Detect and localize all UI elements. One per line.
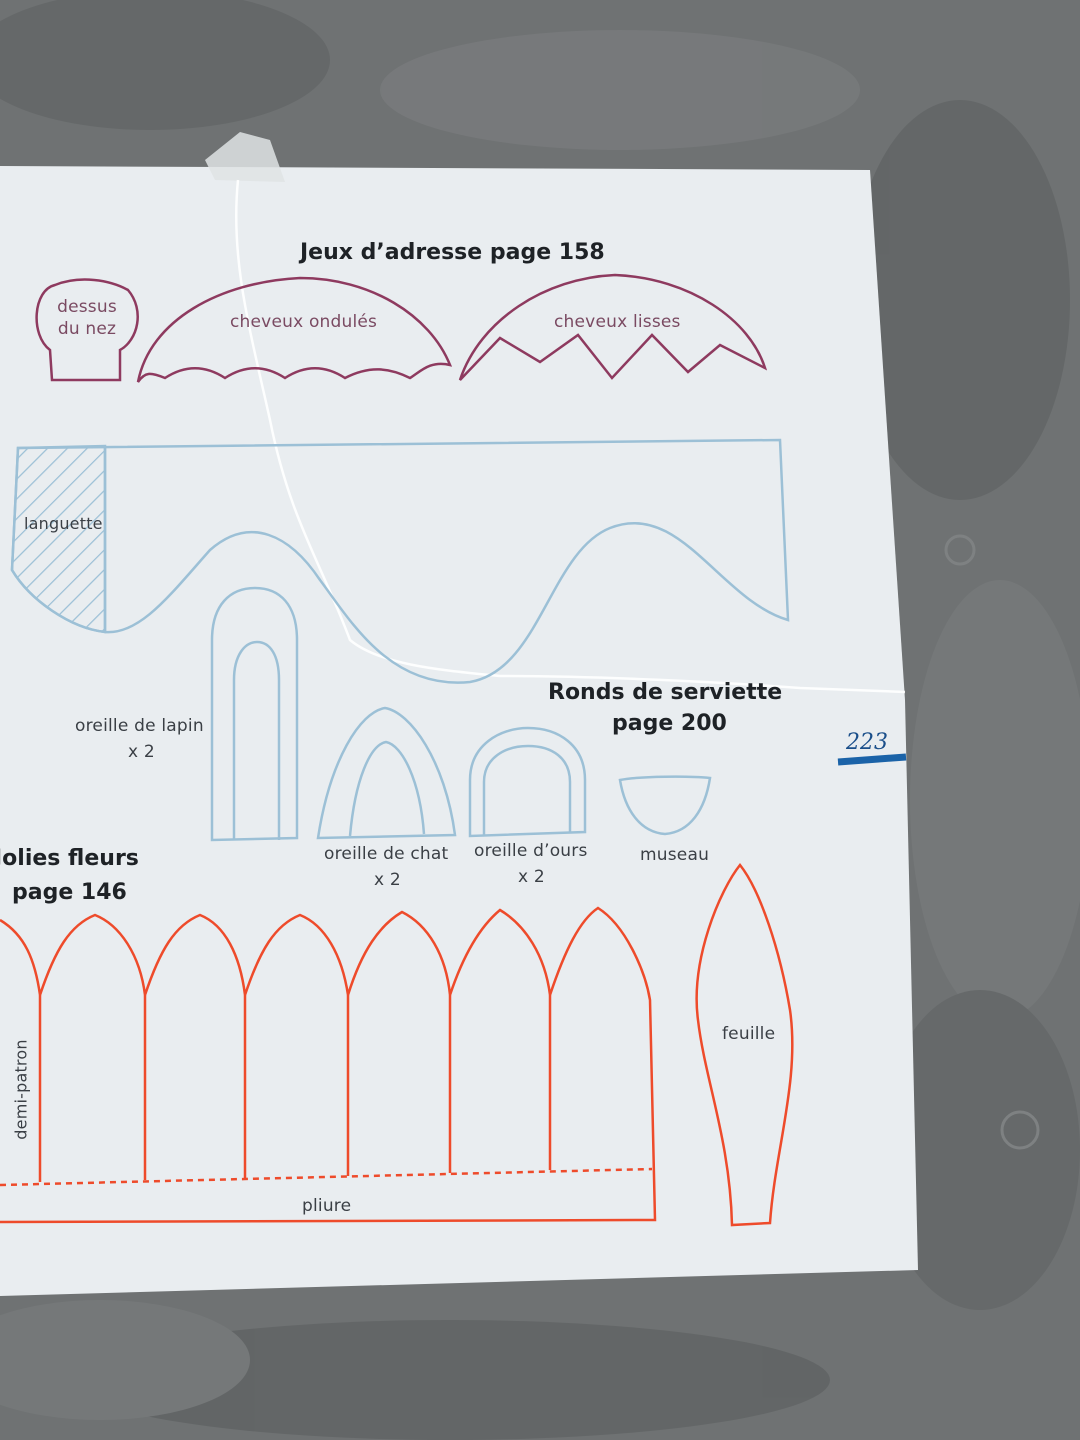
rabbit-ear-inner [232,640,281,840]
fold-label: pliure [302,1196,352,1216]
nose-top-shape [35,278,139,382]
ronds-title-line2: page 200 [612,711,727,736]
straight-hair-shape [458,273,768,381]
leaf-label: feuille [722,1024,776,1044]
cat-ear-shape [316,706,457,840]
jeux-title: Jeux d’adresse page 158 [300,240,605,265]
handwritten-page-number: 223 [846,730,888,755]
ronds-title-line1: Ronds de serviette [548,680,783,705]
bear-ear-inner [482,744,572,836]
marker-underline [837,753,907,766]
wavy-hair-label: cheveux ondulés [230,312,378,332]
rabbit-ear-shape [210,586,299,842]
fleurs-title-line2: page 146 [12,880,127,905]
muzzle-label: museau [640,845,710,865]
muzzle-shape [618,775,712,836]
fleurs-title-line1: Jolies fleurs [0,846,139,871]
paper-sheet [0,166,918,1296]
cat-ear-qty: x 2 [374,870,401,890]
leaf-shape [695,862,794,1227]
flower-pattern-outline [0,906,657,1224]
rabbit-ear-label: oreille de lapin [75,716,204,736]
napkin-band-shape [10,438,790,684]
bear-ear-shape [468,726,587,838]
tear-line [235,179,906,694]
cat-ear-inner [348,740,426,837]
bear-ear-label: oreille d’ours [474,841,588,861]
fold-line [0,1167,653,1187]
half-pattern-label: demi-patron [11,1039,31,1140]
rabbit-ear-qty: x 2 [128,742,155,762]
cat-ear-label: oreille de chat [324,844,449,864]
tab-label: languette [24,514,103,533]
nose-top-label: dessus du nez [57,297,117,339]
wavy-hair-shape [136,276,453,383]
straight-hair-label: cheveux lisses [554,312,681,332]
tape [205,132,285,182]
bear-ear-qty: x 2 [518,867,545,887]
